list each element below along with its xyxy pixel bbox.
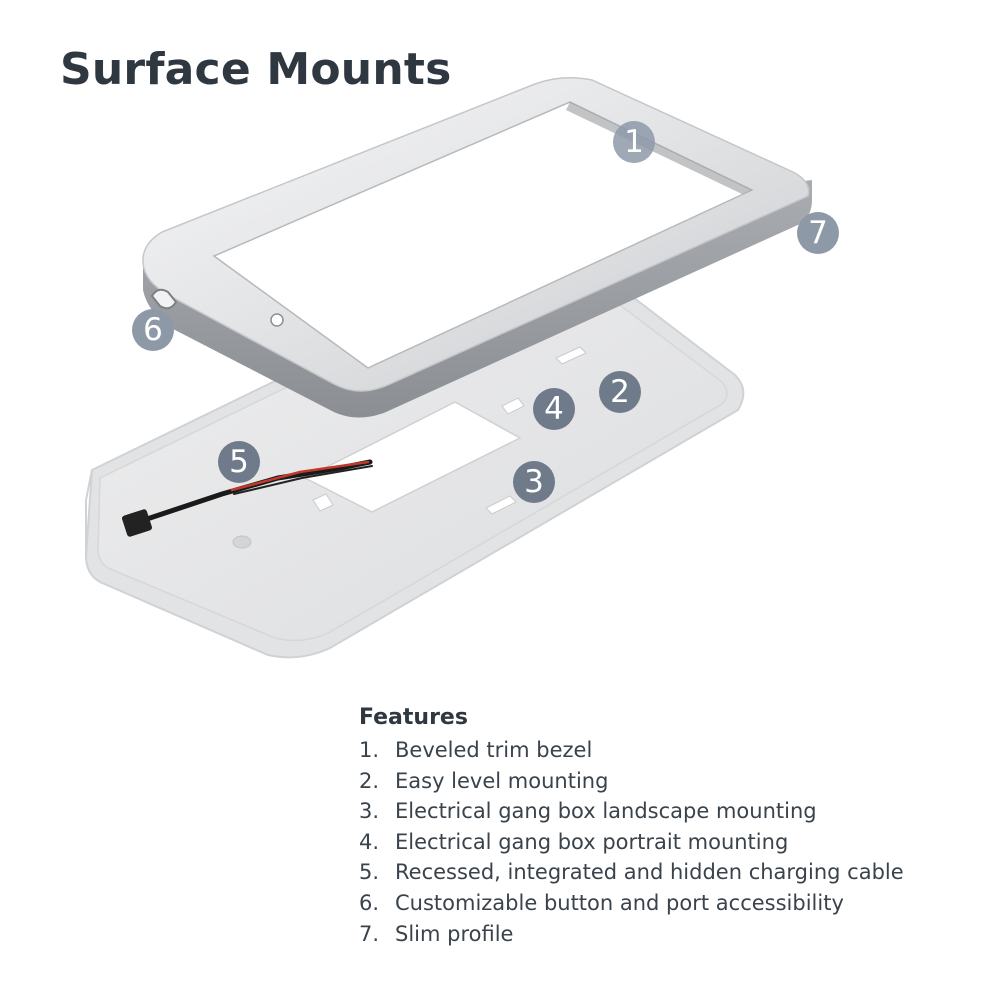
back-plate	[84, 257, 745, 659]
product-illustration: 1 2 3 4 5 6 7	[84, 77, 839, 659]
feature-number: 4.	[359, 829, 380, 854]
feature-item: 4. Electrical gang box portrait mounting	[359, 827, 979, 858]
feature-item: 1. Beveled trim bezel	[359, 735, 979, 766]
feature-item: 7. Slim profile	[359, 919, 979, 950]
features-list: 1. Beveled trim bezel 2. Easy level mounti…	[359, 735, 979, 949]
callout-2: 2	[599, 371, 641, 413]
callout-6: 6	[132, 309, 174, 351]
feature-item: 5. Recessed, integrated and hidden chargi…	[359, 857, 979, 888]
page-title: Surface Mounts	[60, 44, 452, 95]
feature-number: 7.	[359, 921, 380, 946]
feature-text: Slim profile	[395, 921, 514, 946]
callout-3: 3	[513, 461, 555, 503]
features-section: Features 1. Beveled trim bezel 2. Easy lev…	[359, 703, 979, 949]
callout-7-label: 7	[808, 215, 828, 251]
callout-5-label: 5	[229, 444, 249, 480]
callout-6-label: 6	[143, 312, 163, 348]
callout-3-label: 3	[524, 464, 544, 500]
feature-text: Beveled trim bezel	[395, 738, 593, 762]
callout-5: 5	[218, 441, 260, 483]
feature-text: Easy level mounting	[395, 768, 609, 793]
feature-item: 6. Customizable button and port accessibi…	[359, 888, 979, 919]
feature-number: 3.	[359, 799, 380, 824]
feature-text: Recessed, integrated and hidden charging…	[395, 860, 904, 885]
callout-1: 1	[613, 121, 655, 163]
feature-number: 1.	[359, 738, 380, 762]
callout-7: 7	[797, 212, 839, 254]
feature-item: 3. Electrical gang box landscape mounting	[359, 796, 979, 827]
feature-text: Electrical gang box landscape mounting	[395, 799, 817, 824]
charging-cable	[122, 459, 373, 537]
feature-text: Electrical gang box portrait mounting	[395, 829, 789, 854]
feature-number: 6.	[359, 890, 380, 915]
callout-2-label: 2	[610, 374, 630, 410]
features-heading: Features	[359, 705, 468, 730]
callout-4: 4	[533, 388, 575, 430]
feature-item: 2. Easy level mounting	[359, 766, 979, 797]
feature-text: Customizable button and port accessibili…	[395, 890, 844, 915]
callout-4-label: 4	[544, 391, 564, 427]
feature-number: 2.	[359, 768, 380, 793]
feature-number: 5.	[359, 860, 380, 885]
callout-1-label: 1	[624, 124, 644, 160]
